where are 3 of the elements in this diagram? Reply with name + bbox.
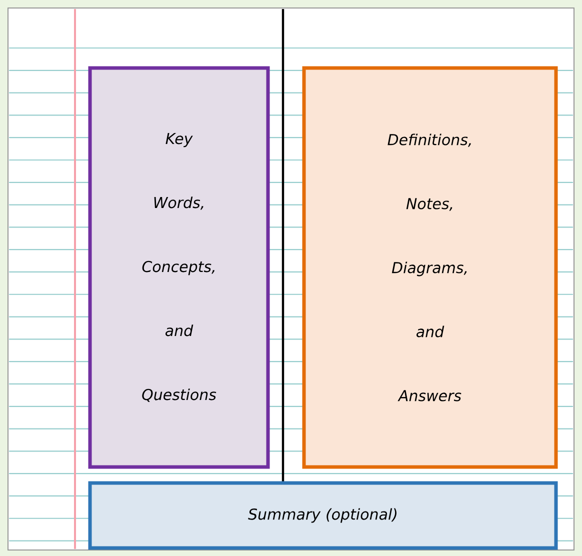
notes-column-box: Definitions, Notes, Diagrams, and Answers (302, 66, 558, 469)
summary-box: Summary (optional) (88, 481, 558, 550)
term-column-box: Key Words, Concepts, and Questions (88, 66, 270, 469)
